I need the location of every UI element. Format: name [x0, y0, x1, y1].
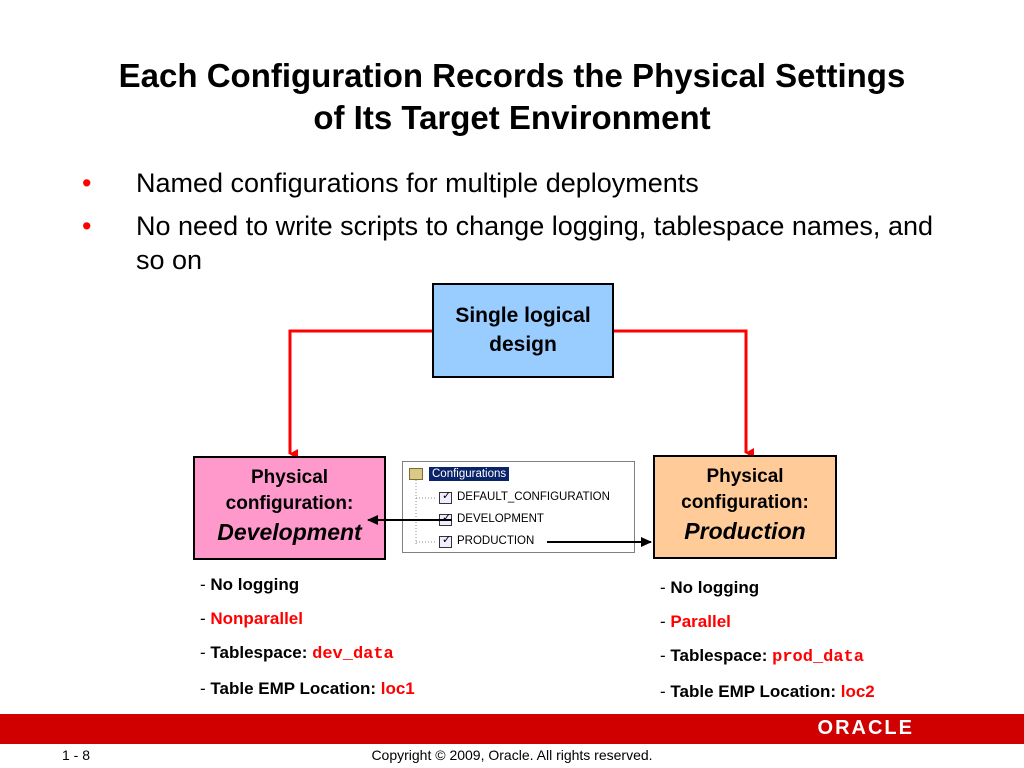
- tree-item-default-configuration[interactable]: DEFAULT_CONFIGURATION: [457, 491, 610, 503]
- copyright-notice: Copyright © 2009, Oracle. All rights res…: [371, 747, 653, 763]
- production-properties: - No logging - Parallel - Tablespace: pr…: [660, 571, 875, 709]
- prod-prop-parallel: - Parallel: [660, 612, 731, 631]
- bullet-item: • No need to write scripts to change log…: [82, 209, 962, 277]
- production-env-label: Production: [684, 518, 806, 544]
- connector-to-development: [288, 329, 432, 459]
- dev-prop-location: - Table EMP Location: loc1: [200, 679, 415, 698]
- bullet-text: No need to write scripts to change loggi…: [136, 211, 933, 275]
- logical-design-line1: Single logical: [455, 304, 591, 327]
- prod-prop-tablespace-value: prod_data: [772, 648, 864, 667]
- logical-design-box: Single logical design: [432, 283, 614, 378]
- production-config-line1: Physical: [706, 466, 784, 487]
- footer-bar: [0, 714, 1024, 744]
- development-properties: - No logging - Nonparallel - Tablespace:…: [200, 568, 415, 706]
- dev-prop-tablespace-label: Tablespace:: [210, 643, 308, 662]
- slide-title-line1: Each Configuration Records the Physical …: [118, 57, 906, 94]
- dev-prop-parallel: - Nonparallel: [200, 609, 303, 628]
- tree-item-production[interactable]: PRODUCTION: [457, 535, 535, 547]
- slide-title-line2: of Its Target Environment: [313, 99, 711, 136]
- configurations-tree: Configurations ✓ DEFAULT_CONFIGURATION ✓…: [402, 461, 635, 553]
- bullet-dot-icon: •: [82, 211, 92, 241]
- config-checklist-icon: ✓: [439, 534, 452, 548]
- slide-title: Each Configuration Records the Physical …: [0, 55, 1024, 139]
- bullet-item: • Named configurations for multiple depl…: [82, 166, 962, 200]
- config-checklist-icon: ✓: [439, 490, 452, 504]
- page-number: 1 - 8: [62, 747, 91, 763]
- development-env-label: Development: [217, 519, 362, 545]
- dev-prop-parallel-value: Nonparallel: [210, 609, 303, 628]
- bullet-dot-icon: •: [82, 168, 92, 198]
- prod-prop-logging: - No logging: [660, 578, 760, 597]
- dev-prop-logging: - No logging: [200, 575, 300, 594]
- development-config-line1: Physical: [250, 467, 329, 488]
- dev-prop-tablespace: - Tablespace: dev_data: [200, 643, 394, 664]
- prod-prop-tablespace-label: Tablespace:: [670, 646, 768, 665]
- bullet-text: Named configurations for multiple deploy…: [136, 168, 699, 198]
- prod-prop-location: - Table EMP Location: loc2: [660, 682, 875, 701]
- tree-root-configurations[interactable]: Configurations: [429, 467, 510, 481]
- prod-prop-parallel-value: Parallel: [670, 612, 731, 631]
- prod-prop-tablespace: - Tablespace: prod_data: [660, 646, 864, 667]
- tree-item-development[interactable]: DEVELOPMENT: [457, 513, 544, 525]
- oracle-logo: ORACLE: [817, 717, 914, 739]
- development-config-line2: configuration:: [225, 493, 354, 514]
- production-config-box: Physical configuration: Production: [653, 455, 837, 559]
- dev-prop-location-label: Table EMP Location:: [210, 679, 376, 698]
- connector-to-production: [614, 329, 754, 458]
- prod-prop-logging-value: No logging: [670, 578, 760, 597]
- bullet-list: • Named configurations for multiple depl…: [82, 166, 962, 286]
- dev-prop-tablespace-value: dev_data: [312, 645, 394, 664]
- prod-prop-location-label: Table EMP Location:: [670, 682, 836, 701]
- development-config-box: Physical configuration: Development: [193, 456, 386, 560]
- production-config-line2: configuration:: [681, 492, 809, 513]
- folder-icon: [409, 468, 423, 480]
- logical-design-line2: design: [489, 333, 557, 356]
- dev-prop-logging-value: No logging: [210, 575, 300, 594]
- prod-prop-location-value: loc2: [840, 682, 875, 701]
- dev-prop-location-value: loc1: [380, 679, 415, 698]
